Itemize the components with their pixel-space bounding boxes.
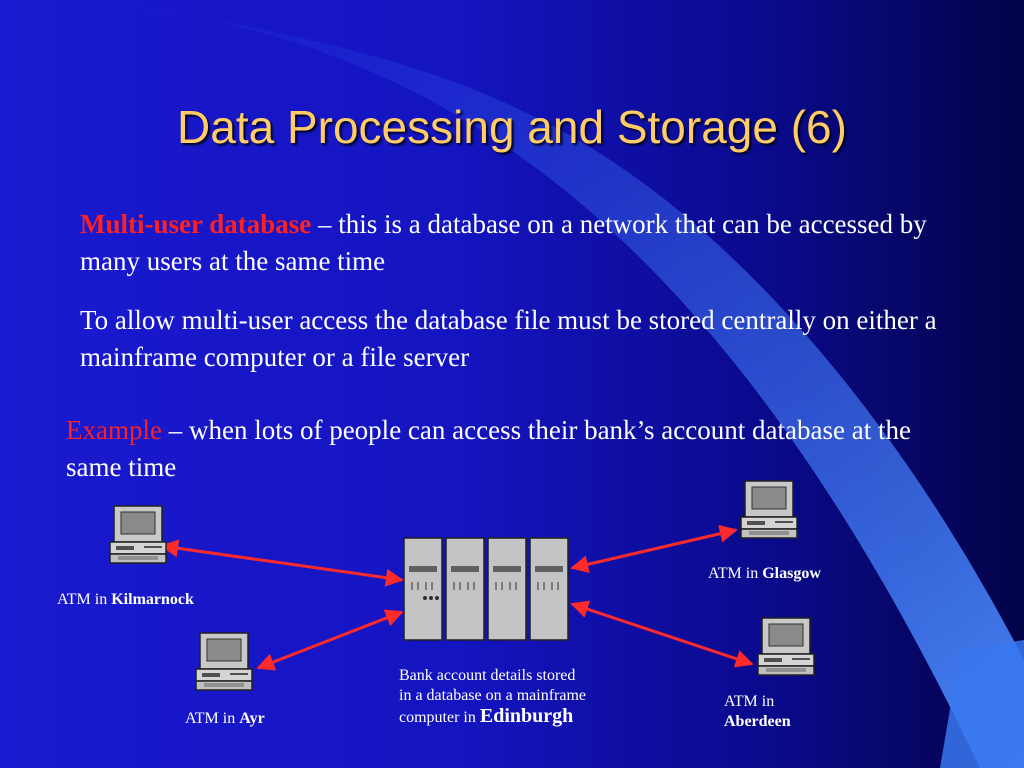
server-caption-line: in a database on a mainframe bbox=[399, 687, 587, 704]
example-term: Example bbox=[66, 415, 162, 445]
storage-paragraph: To allow multi-user access the database … bbox=[80, 305, 937, 372]
atm-prefix: ATM in bbox=[708, 565, 763, 582]
server-caption: Bank account details stored in a databas… bbox=[399, 666, 649, 728]
atm-place: Kilmarnock bbox=[111, 591, 194, 608]
server-place: Edinburgh bbox=[479, 705, 574, 727]
atm-label-glasgow: ATM in Glasgow bbox=[708, 564, 821, 584]
definition-paragraph: Multi-user database – this is a database… bbox=[80, 206, 950, 280]
example-paragraph: Example – when lots of people can access… bbox=[66, 412, 946, 486]
server-caption-line: Bank account details stored bbox=[399, 667, 576, 684]
link-aberdeen bbox=[570, 600, 754, 668]
atm-place: Aberdeen bbox=[724, 713, 791, 730]
atm-prefix: ATM in bbox=[185, 710, 240, 727]
computer-icon bbox=[195, 632, 253, 691]
slide-title: Data Processing and Storage (6) bbox=[177, 101, 847, 153]
definition-text: – this is a database on a network that c… bbox=[80, 209, 927, 276]
computer-icon bbox=[109, 505, 167, 564]
mainframe-server-icon bbox=[403, 537, 569, 641]
link-ayr bbox=[256, 609, 404, 671]
computer-icon bbox=[757, 617, 815, 676]
computer-icon bbox=[740, 480, 798, 539]
atm-prefix: ATM in bbox=[57, 591, 112, 608]
server-caption-line: computer in bbox=[399, 709, 480, 726]
atm-label-ayr: ATM in Ayr bbox=[185, 709, 265, 729]
atm-label-aberdeen: ATM in Aberdeen bbox=[724, 692, 791, 732]
link-kilmarnock bbox=[160, 539, 404, 587]
atm-label-kilmarnock: ATM in Kilmarnock bbox=[57, 590, 194, 610]
example-text: – when lots of people can access their b… bbox=[66, 415, 911, 482]
definition-term: Multi-user database bbox=[80, 209, 312, 239]
atm-place: Glasgow bbox=[762, 565, 821, 582]
atm-place: Ayr bbox=[239, 710, 265, 727]
link-glasgow bbox=[570, 524, 738, 574]
atm-prefix: ATM in bbox=[724, 693, 775, 710]
